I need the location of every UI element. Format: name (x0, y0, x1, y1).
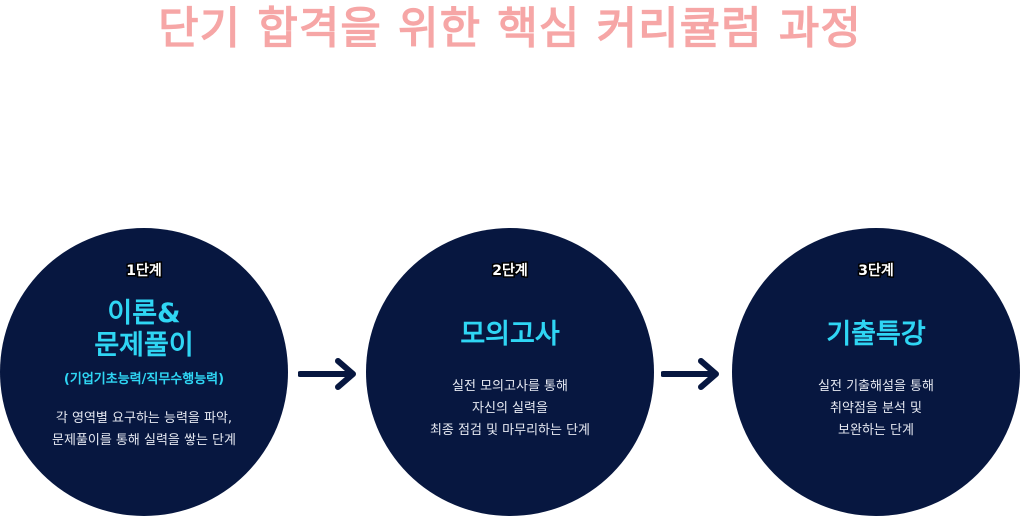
step-2-badge: 2단계 (491, 262, 530, 281)
step-1-circle: 1단계 이론& 문제풀이 (기업기초능력/직무수행능력) 각 영역별 요구하는 … (0, 228, 288, 516)
step-3-desc-line-1: 실전 기출해설을 통해 (818, 379, 934, 394)
page-title: 단기 합격을 위한 핵심 커리큘럼 과정 (158, 3, 862, 54)
step-2-desc-line-3: 최종 점검 및 마무리하는 단계 (429, 423, 591, 438)
step-3-title-line-1: 기출특강 (826, 319, 926, 350)
step-3-circle: 3단계 기출특강 실전 기출해설을 통해 취약점을 분석 및 보완하는 단계 (732, 228, 1020, 516)
step-1-title-line-1: 이론& (107, 298, 181, 329)
step-2-title: 모의고사 (366, 319, 654, 351)
arrow-right-icon (298, 358, 356, 390)
step-3-title: 기출특강 (732, 319, 1020, 351)
step-1-desc-line-1: 각 영역별 요구하는 능력을 파악, (55, 411, 233, 426)
step-2-desc-line-1: 실전 모의고사를 통해 (452, 379, 568, 394)
step-2-desc-line-2: 자신의 실력을 (472, 401, 548, 416)
step-3-badge: 3단계 (857, 262, 896, 281)
step-2-description: 실전 모의고사를 통해 자신의 실력을 최종 점검 및 마무리하는 단계 (366, 376, 654, 442)
step-2-circle: 2단계 모의고사 실전 모의고사를 통해 자신의 실력을 최종 점검 및 마무리… (366, 228, 654, 516)
step-1-badge: 1단계 (125, 262, 164, 281)
step-1-desc-line-2: 문제풀이를 통해 실력을 쌓는 단계 (52, 433, 236, 448)
step-3-desc-line-2: 취약점을 분석 및 (830, 401, 922, 416)
step-3-description: 실전 기출해설을 통해 취약점을 분석 및 보완하는 단계 (732, 376, 1020, 442)
step-3-desc-line-3: 보완하는 단계 (838, 423, 914, 438)
step-1-description: 각 영역별 요구하는 능력을 파악, 문제풀이를 통해 실력을 쌓는 단계 (0, 408, 288, 452)
arrow-right-icon (661, 358, 719, 390)
step-2-title-line-1: 모의고사 (460, 319, 560, 350)
step-1-subtitle: (기업기초능력/직무수행능력) (63, 372, 225, 387)
step-1-title: 이론& 문제풀이 (0, 298, 288, 362)
step-1-title-line-2: 문제풀이 (94, 330, 194, 361)
